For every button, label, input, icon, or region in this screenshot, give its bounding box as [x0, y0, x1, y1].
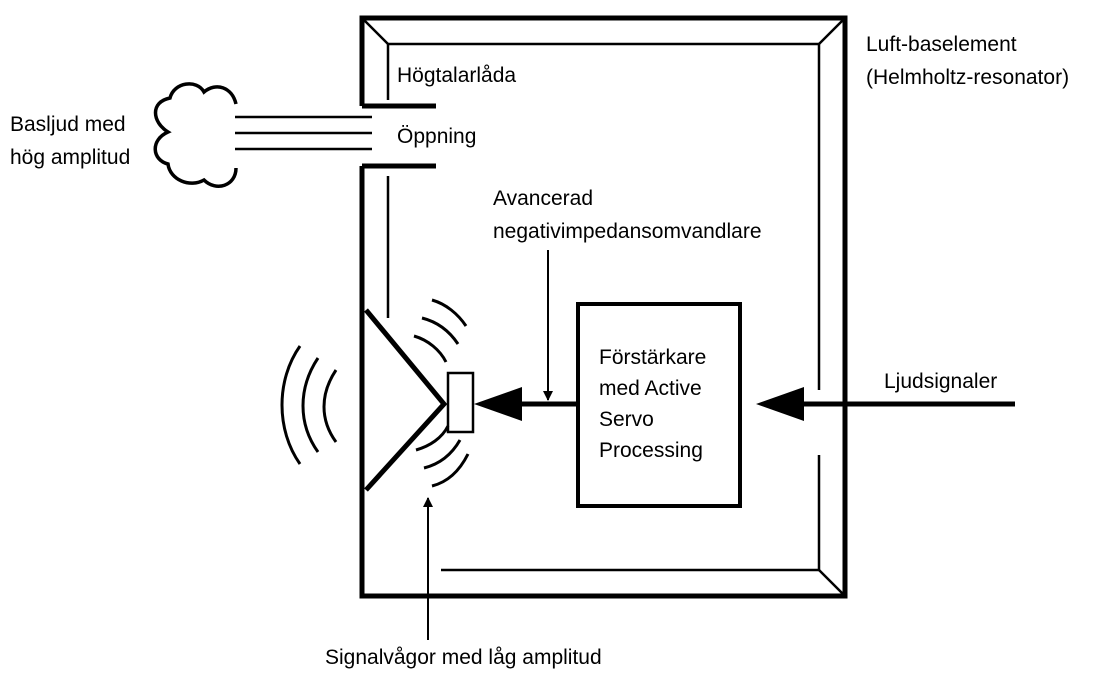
amplifier-label-line4: Processing [599, 439, 703, 462]
amplifier-label-line3: Servo [599, 408, 654, 431]
port-opening [235, 103, 436, 169]
bass-sound-label: Basljud med hög amplitud [10, 108, 130, 174]
speaker-box-label: Högtalarlåda [397, 64, 517, 87]
inside-upper-waves [413, 298, 468, 363]
low-amplitude-waves-label: Signalvågor med låg amplitud [325, 646, 602, 669]
port-label: Öppning [397, 125, 477, 148]
amplifier-label: Förstärkare med Active Servo Processing [599, 342, 706, 466]
converter-label: Avancerad negativimpedansomvandlare [493, 182, 762, 248]
converter-label-line2: negativimpedansomvandlare [493, 220, 762, 243]
amp-to-driver-arrow [474, 387, 578, 421]
element-label: Luft-baselement (Helmholtz-resonator) [866, 28, 1069, 94]
enclosure-outer-wall [359, 15, 848, 599]
inside-lower-waves [415, 425, 470, 488]
driver-magnet [446, 371, 475, 434]
outside-sound-waves [280, 345, 338, 465]
bass-sound-label-line2: hög amplitud [10, 146, 131, 169]
converter-label-line1: Avancerad [493, 187, 594, 210]
bass-sound-label-line1: Basljud med [10, 113, 126, 136]
driver-cone [364, 308, 448, 492]
amplifier-label-line2: med Active [599, 377, 702, 400]
audio-input-arrow [756, 387, 1015, 421]
audio-signals-label: Ljudsignaler [884, 370, 998, 393]
enclosure-corner-bevels [361, 17, 846, 597]
amplifier-label-line1: Förstärkare [599, 346, 707, 369]
element-label-line2: (Helmholtz-resonator) [866, 66, 1070, 89]
bass-cloud-icon [153, 82, 238, 188]
amplifier-box [576, 302, 742, 508]
element-label-line1: Luft-baselement [866, 33, 1017, 56]
